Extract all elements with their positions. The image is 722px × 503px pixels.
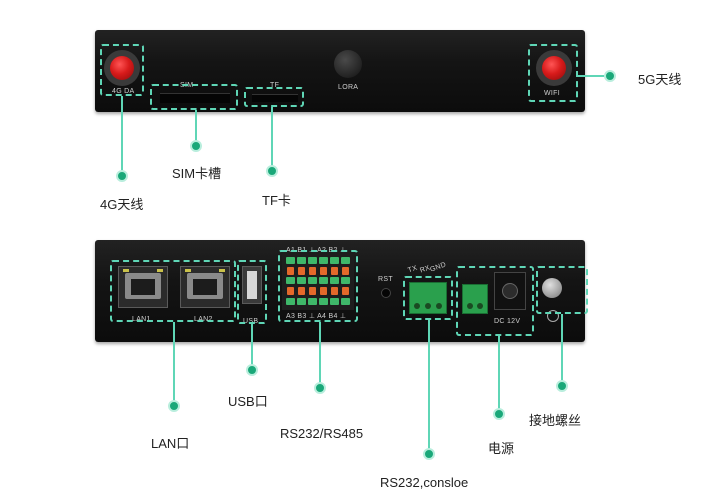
callout-label-console: RS232,consloe xyxy=(380,475,469,490)
callout-line-rs xyxy=(319,322,321,388)
callout-line-tf xyxy=(271,107,273,169)
antenna-wifi-icon xyxy=(542,56,566,80)
callout-label-sim-slot: SIM卡槽 xyxy=(172,166,222,181)
sim-slot[interactable] xyxy=(160,93,230,103)
callout-label-usb: USB口 xyxy=(228,394,268,409)
silk-lan1: LAN1 xyxy=(132,316,151,323)
usb-port[interactable] xyxy=(242,266,262,304)
callout-dot-4g xyxy=(116,170,128,182)
highlight-lan-ports xyxy=(110,260,236,322)
silk-lan2: LAN2 xyxy=(194,316,213,323)
silk-rst: RST xyxy=(378,276,393,283)
callout-label-5g-antenna: 5G天线 xyxy=(638,72,682,87)
silk-tf: TF xyxy=(270,82,280,89)
lan2-port[interactable] xyxy=(180,266,230,308)
callout-dot-tf xyxy=(266,165,278,177)
callout-dot-5g xyxy=(604,70,616,82)
silk-4g: 4G DA xyxy=(112,88,135,95)
ground-symbol-icon xyxy=(547,310,559,322)
callout-label-4g-antenna: 4G天线 xyxy=(100,197,144,212)
silk-wifi: WIFI xyxy=(544,90,560,97)
callout-line-5g xyxy=(578,75,608,77)
lan1-port[interactable] xyxy=(118,266,168,308)
callout-line-console xyxy=(428,320,430,454)
console-terminal[interactable] xyxy=(409,282,447,314)
callout-label-tf-card: TF卡 xyxy=(262,193,291,208)
tf-slot[interactable] xyxy=(252,94,298,102)
highlight-5g-antenna xyxy=(528,44,578,102)
silk-usb: USB xyxy=(243,318,259,325)
callout-line-power xyxy=(498,336,500,412)
reset-button[interactable] xyxy=(381,288,391,298)
power-terminal[interactable] xyxy=(462,284,488,314)
callout-dot-power xyxy=(493,408,505,420)
highlight-power xyxy=(456,266,534,336)
terminal-block-rs[interactable] xyxy=(282,254,354,310)
callout-line-4g xyxy=(121,96,123,174)
dc-jack[interactable] xyxy=(494,272,526,310)
callout-label-power: 电源 xyxy=(488,441,515,456)
antenna-4g-icon xyxy=(110,56,134,80)
callout-dot-ground xyxy=(556,380,568,392)
callout-line-lan xyxy=(173,322,175,406)
highlight-4g-antenna xyxy=(100,44,144,96)
silk-dc: DC 12V xyxy=(494,318,521,325)
highlight-rs-terminals xyxy=(278,250,358,322)
callout-line-sim xyxy=(195,110,197,144)
callout-line-usb xyxy=(251,324,253,368)
callout-line-ground xyxy=(561,314,563,386)
highlight-console xyxy=(403,276,453,320)
ground-screw-icon xyxy=(542,278,562,298)
silk-bottom-terminals: A3 B3 ⊥ A4 B4 ⊥ xyxy=(286,313,347,320)
callout-dot-usb xyxy=(246,364,258,376)
callout-dot-rs xyxy=(314,382,326,394)
callout-label-ground: 接地螺丝 xyxy=(529,413,582,428)
silk-lora: LORA xyxy=(338,84,359,91)
callout-dot-lan xyxy=(168,400,180,412)
callout-dot-sim xyxy=(190,140,202,152)
highlight-ground xyxy=(536,266,588,314)
callout-dot-console xyxy=(423,448,435,460)
callout-label-rs: RS232/RS485 xyxy=(280,426,364,441)
highlight-usb xyxy=(237,260,267,324)
callout-label-lan: LAN口 xyxy=(151,436,190,451)
lora-connector-icon xyxy=(334,50,362,78)
highlight-sim-slot xyxy=(150,84,238,110)
highlight-tf-slot xyxy=(244,87,304,107)
